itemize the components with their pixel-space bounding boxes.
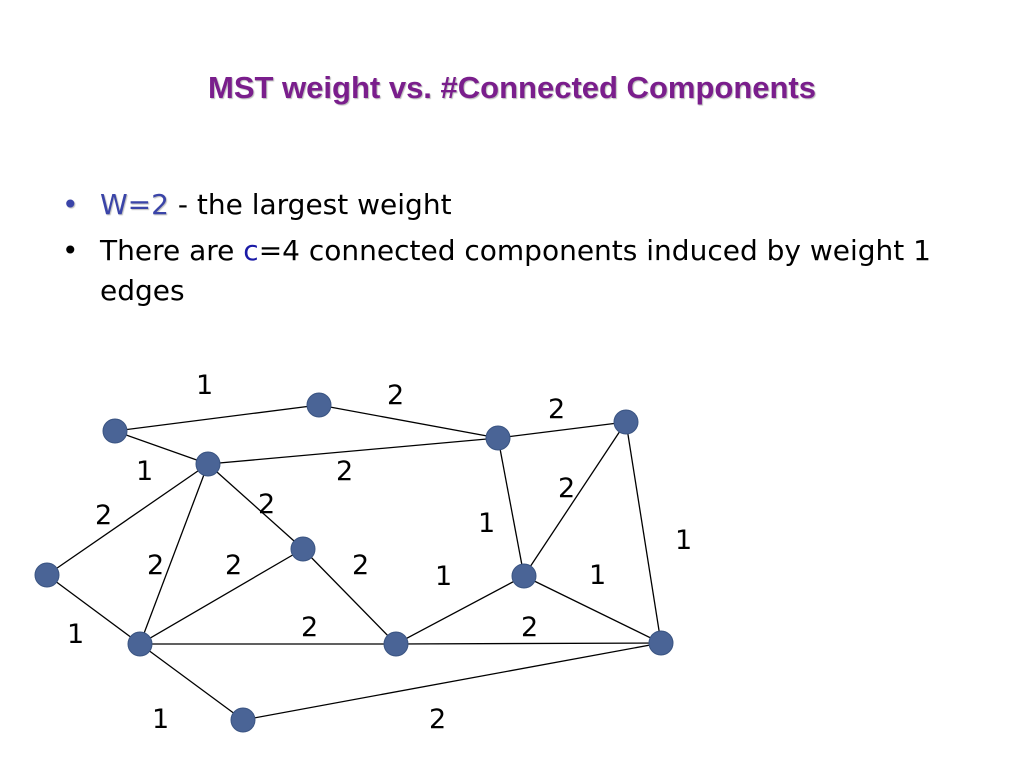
graph-edge [497, 437, 525, 577]
graph-edge [207, 437, 499, 465]
edge-weight-label: 2 [147, 550, 164, 581]
graph-node [102, 418, 128, 444]
variable-c: c [243, 234, 259, 267]
graph-node [127, 631, 153, 657]
edge-weight-label: 2 [429, 704, 446, 735]
graph-node [613, 409, 639, 435]
graph-edge [302, 548, 397, 645]
graph-edge [114, 404, 320, 432]
edge-weight-label: 2 [225, 550, 242, 581]
edge-weight-label: 2 [521, 612, 538, 643]
edge-weight-label: 2 [301, 612, 318, 643]
edge-weight-label: 1 [675, 525, 692, 556]
bullet-item-largest-weight: • W=2 - the largest weight [62, 185, 992, 225]
edge-weight-label: 1 [196, 370, 213, 401]
graph-edge [523, 421, 627, 577]
graph-edge [318, 404, 499, 439]
edge-weight-label: 2 [387, 380, 404, 411]
bullet-dot: • [62, 188, 79, 221]
graph-edge [139, 548, 304, 645]
graph-edge [625, 421, 662, 644]
weight-value: W=2 [100, 188, 169, 221]
graph-node [648, 630, 674, 656]
bullet-text-post: =4 connected components induced by weigh… [100, 234, 931, 307]
graph-edge [497, 421, 627, 439]
graph-edge [242, 642, 662, 721]
bullet-dot: • [62, 234, 79, 267]
graph-edge [395, 575, 525, 645]
nodes [34, 392, 674, 733]
graph-node [485, 425, 511, 451]
graph-node [511, 563, 537, 589]
bullet-text: - the largest weight [168, 188, 452, 221]
bullet-list: • W=2 - the largest weight • There are c… [62, 185, 992, 317]
edge-weight-label: 1 [152, 704, 169, 735]
bullet-text-pre: There are [100, 234, 244, 267]
graph-edge [139, 643, 244, 721]
edge-weight-label: 2 [548, 394, 565, 425]
graph-node [195, 451, 221, 477]
graph-edge [395, 642, 662, 645]
edge-weight-label: 2 [352, 550, 369, 581]
graph-node [383, 631, 409, 657]
edge-weight-label: 1 [67, 619, 84, 650]
graph-edge [46, 574, 141, 645]
graph-edge [46, 463, 209, 576]
graph-node [34, 562, 60, 588]
graph-node [230, 707, 256, 733]
edge-weight-label: 1 [478, 508, 495, 539]
graph-edge [114, 430, 209, 465]
graph-edge [207, 463, 304, 550]
edge-weight-label: 1 [136, 456, 153, 487]
edges [46, 404, 662, 721]
graph-node [306, 392, 332, 418]
edge-weight-label: 1 [589, 560, 606, 591]
edge-weight-label: 1 [435, 561, 452, 592]
graph-edge [139, 463, 209, 645]
edge-weight-label: 2 [95, 500, 112, 531]
graph-node [290, 536, 316, 562]
bullet-item-components: • There are c=4 connected components ind… [62, 231, 992, 311]
graph-edge [523, 575, 662, 644]
edge-weight-labels: 1 2 2 1 2 2 2 2 2 1 2 1 1 1 2 2 1 2 1 2 [67, 370, 692, 735]
slide-title: MST weight vs. #Connected Components [208, 70, 816, 105]
edge-weight-label: 2 [258, 489, 275, 520]
edge-weight-label: 2 [336, 456, 353, 487]
edge-weight-label: 2 [558, 473, 575, 504]
